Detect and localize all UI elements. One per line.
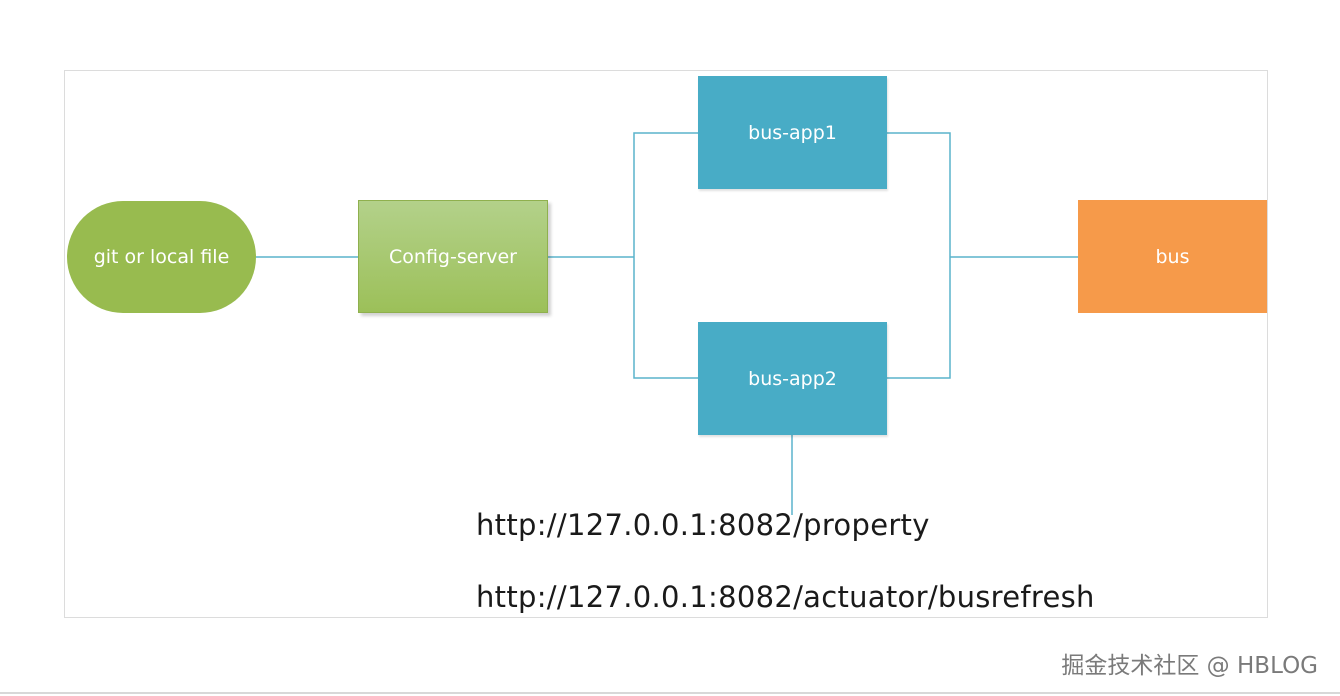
connector-apps-join [887,132,951,379]
bus-app2-node: bus-app2 [698,322,887,435]
busrefresh-url: http://127.0.0.1:8082/actuator/busrefres… [476,580,1095,614]
source-node: git or local file [67,201,256,313]
bus-node: bus [1078,200,1267,313]
watermark: 掘金技术社区 @ HBLOG [1061,653,1318,679]
property-url: http://127.0.0.1:8082/property [476,508,930,542]
bus-label: bus [1155,245,1190,268]
connector-split-apps [633,132,698,379]
bus-app1-label: bus-app1 [748,121,837,144]
config-server-label: Config-server [389,245,517,268]
bus-app1-node: bus-app1 [698,76,887,189]
bottom-divider [0,692,1340,694]
diagram-frame [64,70,1268,618]
config-server-node: Config-server [358,200,548,313]
source-node-label: git or local file [93,246,230,268]
bus-app2-label: bus-app2 [748,367,837,390]
